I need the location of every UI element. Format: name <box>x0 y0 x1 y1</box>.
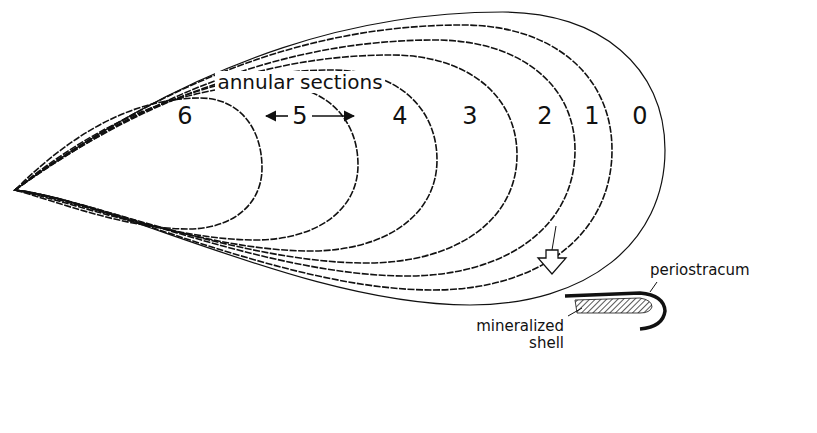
growth-ring <box>15 12 665 305</box>
span-arrow <box>266 115 288 117</box>
section-number: 6 <box>175 103 194 129</box>
growth-ring <box>15 98 262 229</box>
mineralized-layer <box>575 298 652 313</box>
section-number: 0 <box>630 103 649 129</box>
leader-line <box>568 308 582 316</box>
periostracum-layer <box>565 293 665 329</box>
section-number: 1 <box>582 103 601 129</box>
growth-ring <box>15 70 437 251</box>
leader-line <box>552 226 556 250</box>
growth-ring <box>15 85 358 240</box>
hollow-arrow <box>538 250 566 274</box>
growth-ring <box>15 40 575 276</box>
span-arrow <box>312 115 354 117</box>
section-number: 2 <box>535 103 554 129</box>
layer-label: mineralized shell <box>474 318 564 351</box>
growth-ring <box>15 55 517 263</box>
section-number: 3 <box>460 103 479 129</box>
growth-ring <box>15 25 612 290</box>
section-number: 5 <box>290 103 309 129</box>
section-caption: annular sections <box>215 71 384 93</box>
leader-line <box>650 282 657 292</box>
layer-label: periostracum <box>650 262 750 279</box>
section-number: 4 <box>390 103 409 129</box>
growth-rings <box>15 12 665 305</box>
